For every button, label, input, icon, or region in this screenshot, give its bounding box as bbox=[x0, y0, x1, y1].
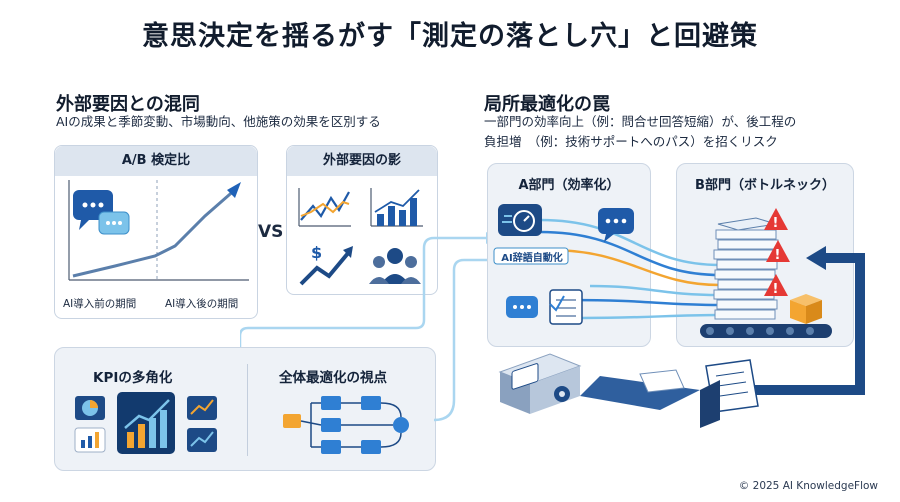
flowchart-icon bbox=[283, 396, 409, 454]
page-title: 意思決定を揺るがす「測定の落とし穴」と回避策 bbox=[142, 21, 758, 52]
ab-panel-title: A/B 検定比 bbox=[55, 146, 257, 176]
dept-b-title: B部門（ボトルネック） bbox=[695, 178, 835, 193]
bar-chart-icon bbox=[370, 188, 423, 227]
vs-label: VS bbox=[258, 222, 284, 242]
chat-bubbles-icon bbox=[73, 190, 130, 235]
bottleneck-illustration: ! ! ! bbox=[493, 204, 865, 428]
zigzag-chart-icon bbox=[298, 188, 351, 227]
ab-before-label: AI導入前の期間 bbox=[63, 298, 137, 310]
svg-text:$: $ bbox=[311, 243, 322, 262]
divider bbox=[247, 364, 248, 456]
process-machine-icon bbox=[498, 353, 759, 428]
right-subtitle-line2: 負担増 （例：技術サポートへのパス）を招くリスク bbox=[484, 134, 778, 149]
conveyor-belt-icon bbox=[700, 324, 832, 338]
people-group-icon bbox=[369, 248, 421, 284]
message-icon bbox=[506, 296, 538, 318]
package-box-icon bbox=[790, 294, 822, 324]
mini-bars-icon bbox=[81, 432, 99, 448]
external-factors-icons: $ bbox=[298, 188, 423, 286]
chat-bubble-icon bbox=[598, 208, 634, 242]
ab-panel: A/B 検定比 AI導入前の期間 AI導入後の期間 bbox=[54, 145, 258, 319]
trend-chart-icon bbox=[190, 431, 214, 447]
left-subtitle: AIの成果と季節変動、市場動向、他施策の効果を区別する bbox=[56, 114, 381, 129]
warning-icon: ! bbox=[764, 274, 788, 297]
overall-panel-title: 全体最適化の視点 bbox=[279, 370, 387, 386]
external-panel: 外部要因の影 $ bbox=[286, 145, 438, 295]
ab-after-label: AI導入後の期間 bbox=[165, 298, 239, 310]
svg-text:!: ! bbox=[773, 216, 779, 231]
kpi-panel-title: KPIの多角化 bbox=[93, 370, 173, 386]
right-subtitle-line1: 一部門の効率向上（例：問合せ回答短縮）が、後工程の bbox=[484, 114, 797, 129]
dollar-growth-icon: $ bbox=[299, 243, 353, 286]
copyright: © 2025 AI KnowledgeFlow bbox=[738, 480, 878, 492]
connector-arrow bbox=[240, 232, 496, 422]
document-stack-icon bbox=[713, 217, 779, 320]
right-heading: 局所最適化の罠 bbox=[484, 94, 610, 115]
warning-icon: ! bbox=[766, 240, 790, 263]
external-panel-title: 外部要因の影 bbox=[287, 146, 437, 176]
left-heading: 外部要因との混同 bbox=[56, 94, 200, 115]
svg-text:!: ! bbox=[773, 282, 779, 297]
kpi-dashboard-icons bbox=[74, 392, 217, 454]
warning-icon: ! bbox=[764, 208, 788, 231]
dept-a-title: A部門（効率化） bbox=[518, 178, 620, 193]
stopwatch-icon bbox=[498, 204, 542, 236]
growth-chart-icon bbox=[124, 399, 170, 448]
ai-automation-tag: AI辞語自動化 bbox=[501, 253, 563, 264]
measures-panel: KPIの多角化 全体最適化の視点 bbox=[54, 347, 436, 471]
gear-icon bbox=[554, 386, 570, 402]
line-chart-icon bbox=[190, 399, 214, 415]
checklist-icon bbox=[549, 289, 583, 325]
svg-text:!: ! bbox=[775, 248, 781, 263]
ab-chart bbox=[68, 180, 249, 281]
pie-chart-icon bbox=[82, 400, 98, 416]
